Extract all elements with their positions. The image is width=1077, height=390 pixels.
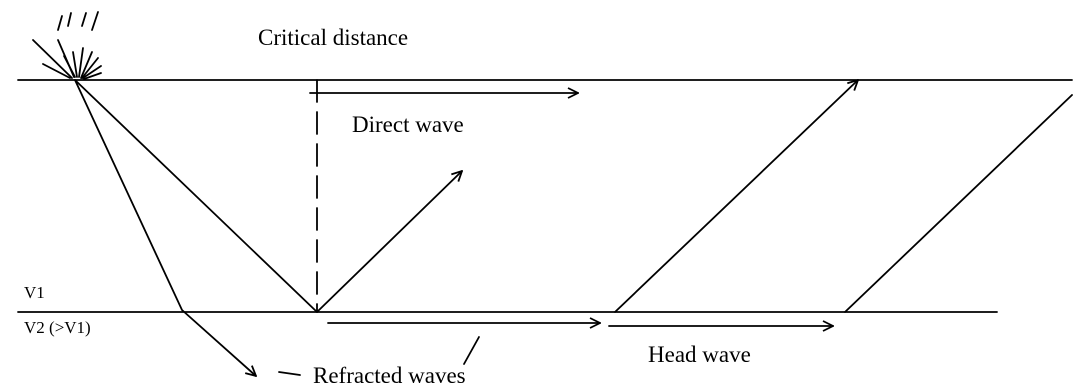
critical-ray-down [74,79,318,313]
refracted-wave-path [74,79,256,376]
reflected-ray-arrow [316,171,462,313]
refracted-waves-label: Refracted waves [313,363,466,388]
v1-label: V1 [24,283,45,302]
source-burst-icon [32,11,102,80]
refracted-label-pointer [463,336,480,365]
refracted-label-dash [278,371,301,376]
direct-wave-label: Direct wave [352,112,464,137]
head-wave-ray-2 [844,94,1073,313]
head-wave-label: Head wave [648,342,751,367]
critical-distance-label: Critical distance [258,25,409,50]
head-wave-ray-arrow [614,80,858,313]
v2-label: V2 (>V1) [24,318,91,337]
